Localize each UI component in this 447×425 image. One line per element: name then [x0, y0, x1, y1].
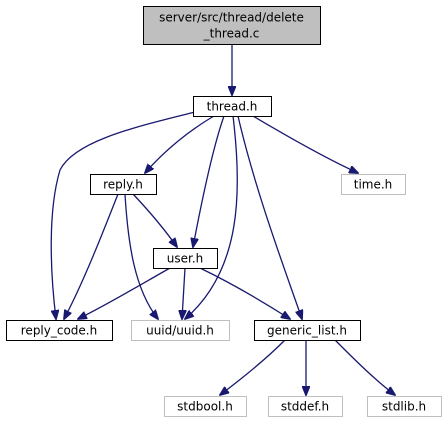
node-root[interactable]: server/src/thread/delete _thread.c: [143, 6, 321, 45]
node-generic-list[interactable]: generic_list.h: [254, 320, 361, 341]
node-box: [6, 320, 113, 341]
edge-user-to-uuid: [182, 267, 185, 319]
node-reply[interactable]: reply.h: [90, 174, 157, 195]
edge-thread-to-uuid: [185, 115, 238, 319]
node-label: reply_code.h: [21, 324, 97, 338]
node-label: stddef.h: [281, 400, 329, 414]
edge-reply-to-user: [132, 193, 177, 247]
node-box: [153, 248, 218, 269]
node-label: uuid/uuid.h: [146, 324, 214, 338]
node-label: reply.h: [103, 178, 143, 192]
node-box: [367, 396, 442, 417]
edge-generic-list-to-stdbool: [220, 339, 286, 395]
edge-thread-to-time: [252, 115, 358, 173]
node-box: [164, 396, 247, 417]
edge-thread-to-generic-list: [237, 115, 302, 319]
node-stdbool: stdbool.h: [164, 396, 247, 417]
node-box: [341, 174, 406, 195]
node-label: server/src/thread/delete: [159, 11, 304, 25]
node-label: user.h: [167, 252, 204, 266]
edge-thread-to-user: [193, 115, 225, 247]
node-label: stdbool.h: [177, 400, 233, 414]
edge-user-to-generic-list: [199, 267, 290, 319]
edge-reply-to-uuid: [124, 193, 158, 319]
edge-reply-to-reply-code: [64, 193, 119, 319]
node-label: time.h: [354, 178, 393, 192]
node-label: _thread.c: [203, 27, 260, 41]
node-box: [131, 320, 230, 341]
node-box: [143, 6, 321, 45]
node-reply-code[interactable]: reply_code.h: [6, 320, 113, 341]
node-label: generic_list.h: [267, 324, 347, 338]
node-stddef: stddef.h: [268, 396, 343, 417]
edge-user-to-reply-code: [78, 267, 171, 319]
node-stdlib: stdlib.h: [367, 396, 442, 417]
node-box: [254, 320, 361, 341]
node-user[interactable]: user.h: [153, 248, 218, 269]
node-label: thread.h: [207, 100, 258, 114]
node-label: stdlib.h: [382, 400, 426, 414]
node-thread[interactable]: thread.h: [193, 96, 272, 117]
node-time: time.h: [341, 174, 406, 195]
edge-thread-to-reply: [145, 115, 215, 173]
edge-generic-list-to-stdlib: [334, 339, 395, 395]
edges-layer: [50, 44, 395, 395]
node-box: [268, 396, 343, 417]
nodes-layer: server/src/thread/delete _thread.c thread.…: [6, 6, 442, 417]
node-uuid: uuid/uuid.h: [131, 320, 230, 341]
node-box: [193, 96, 272, 117]
edge-thread-to-reply-code: [50, 111, 196, 319]
node-box: [90, 174, 157, 195]
